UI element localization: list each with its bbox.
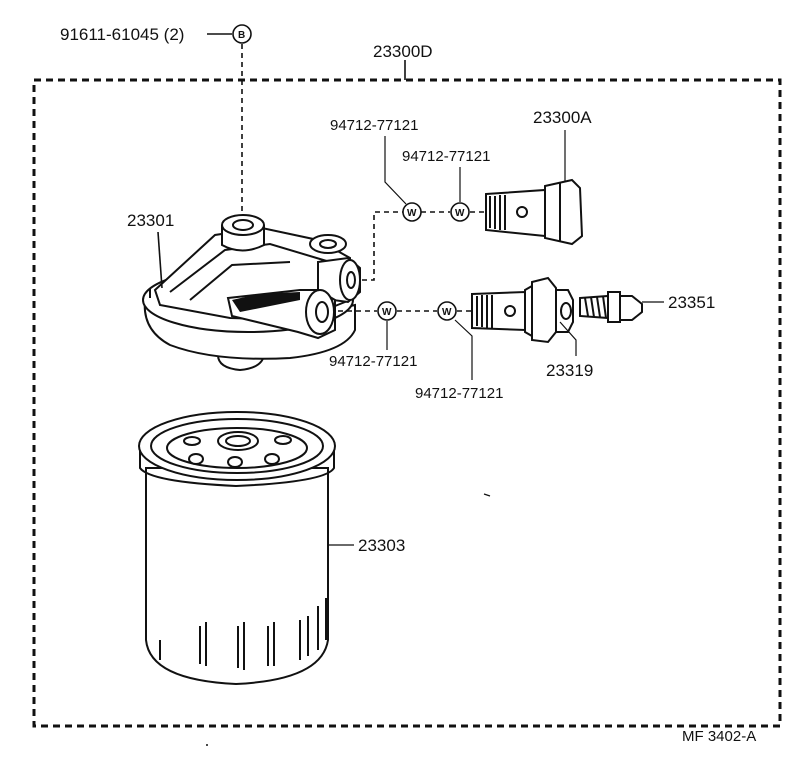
union-bolt-b-leader bbox=[559, 321, 577, 356]
gasket-1-icon bbox=[402, 202, 422, 222]
drawing-code: MF 3402-A bbox=[682, 728, 756, 745]
assembly-frame bbox=[32, 78, 782, 728]
stray-mark bbox=[483, 493, 491, 497]
union-bolt-a-drawing bbox=[485, 178, 584, 246]
union-bolt-b-label: 23319 bbox=[546, 361, 593, 380]
gasket-4-symbol: W bbox=[442, 307, 452, 318]
assembly-label: 23300D bbox=[373, 42, 433, 61]
bolt-label: 91611-61045 (2) bbox=[60, 25, 184, 44]
gasket-2-symbol: W bbox=[455, 208, 465, 219]
stray-dot bbox=[206, 744, 208, 746]
gasket-3-icon bbox=[377, 301, 397, 321]
filter-head-drawing bbox=[142, 214, 361, 372]
bleeder-plug-drawing bbox=[579, 291, 643, 323]
filter-element-drawing bbox=[138, 411, 336, 686]
gasket-3-label: 94712-77121 bbox=[329, 353, 417, 370]
upper-flow-line bbox=[362, 211, 404, 281]
bolt-symbol-text: B bbox=[238, 30, 245, 41]
bleeder-plug-label: 23351 bbox=[668, 293, 715, 312]
gasket-4-icon bbox=[437, 301, 457, 321]
union-bolt-a-label: 23300A bbox=[533, 108, 592, 127]
bolt-symbol-icon bbox=[232, 24, 252, 44]
filter-head-label: 23301 bbox=[127, 211, 174, 230]
gasket-1-label: 94712-77121 bbox=[330, 117, 418, 134]
filter-element-label: 23303 bbox=[358, 536, 405, 555]
gasket-2-icon bbox=[450, 202, 470, 222]
union-bolt-b-drawing bbox=[471, 276, 574, 344]
gasket-1-symbol: W bbox=[407, 208, 417, 219]
gasket-4-label: 94712-77121 bbox=[415, 385, 503, 402]
gasket-1-leader bbox=[384, 136, 407, 205]
filter-head-leader bbox=[157, 231, 163, 289]
gasket-3-symbol: W bbox=[382, 307, 392, 318]
gasket-2-label: 94712-77121 bbox=[402, 148, 490, 165]
gasket-4-leader bbox=[454, 319, 473, 380]
